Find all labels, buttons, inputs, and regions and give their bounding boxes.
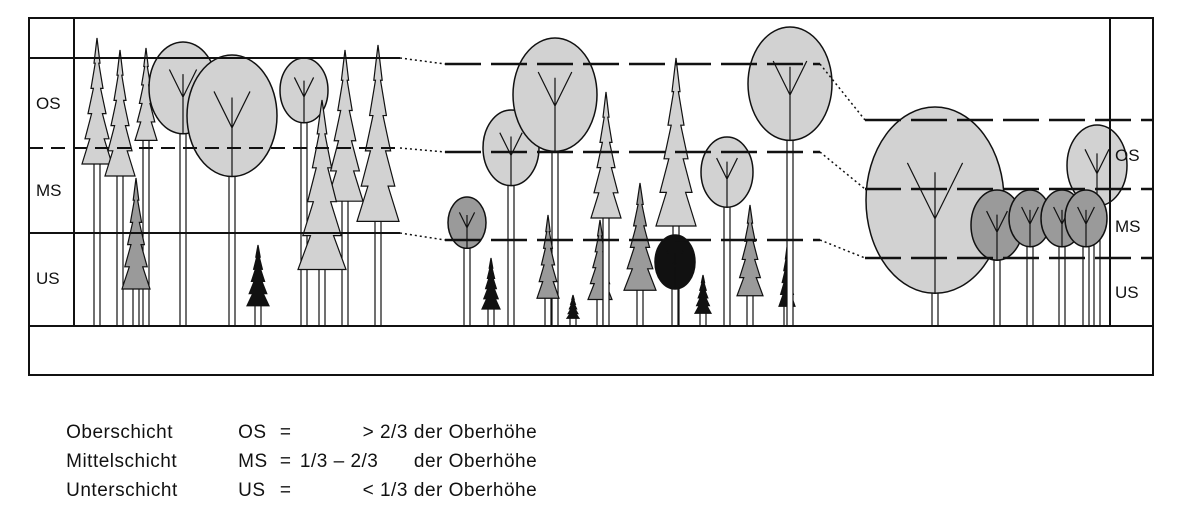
conifer-tree-icon bbox=[590, 91, 622, 219]
tree-trunk bbox=[786, 135, 794, 327]
tree-trunk bbox=[636, 285, 644, 327]
tree-trunk bbox=[671, 284, 679, 327]
tree-trunk bbox=[318, 264, 326, 327]
conifer-tree-icon bbox=[536, 214, 560, 299]
connector-top-right bbox=[819, 63, 866, 121]
tree-trunk bbox=[132, 284, 140, 327]
tree-branches bbox=[772, 60, 808, 141]
tree-trunk bbox=[228, 171, 236, 327]
tree-trunk bbox=[300, 118, 308, 327]
label-left-ms: MS bbox=[36, 181, 62, 200]
legend-range: < 1/3 bbox=[362, 480, 408, 501]
conifer-tree-icon bbox=[326, 49, 364, 202]
legend-suffix: der Oberhöhe bbox=[413, 480, 538, 501]
tree-trunk bbox=[142, 135, 150, 327]
tree-branches bbox=[1077, 206, 1095, 247]
legend-name: Unterschicht bbox=[66, 480, 178, 501]
tree-branches bbox=[1021, 206, 1039, 247]
tree-branches bbox=[986, 210, 1008, 261]
tree-trunk bbox=[116, 171, 124, 327]
tree-trunk bbox=[723, 202, 731, 327]
conifer-tree-icon bbox=[655, 57, 697, 227]
tree-branches bbox=[293, 77, 315, 123]
tree-trunk bbox=[1082, 242, 1090, 327]
conifer-tree-icon bbox=[297, 99, 347, 271]
legend-range: > 2/3 bbox=[362, 422, 408, 443]
tree-trunk bbox=[551, 146, 559, 327]
tree-trunk bbox=[1026, 242, 1034, 327]
tree-trunk bbox=[746, 291, 754, 327]
tree-trunk bbox=[463, 243, 471, 327]
tree-trunk bbox=[544, 293, 552, 327]
legend-abbr: OS bbox=[238, 422, 267, 443]
legend-row-ms: Mittelschicht MS = 1/3 – 2/3 der Oberhöhe bbox=[43, 429, 537, 495]
tree-trunk bbox=[993, 255, 1001, 327]
legend-suffix: der Oberhöhe bbox=[413, 422, 538, 443]
legend-abbr: US bbox=[238, 480, 266, 501]
conifer-tree-icon bbox=[623, 182, 657, 291]
conifer-tree-icon bbox=[693, 274, 713, 314]
connector-ms-us bbox=[399, 232, 446, 241]
connector-top bbox=[399, 57, 446, 65]
tree-branches bbox=[666, 250, 684, 289]
conifer-tree-icon bbox=[481, 257, 501, 310]
connector-os-ms bbox=[399, 147, 446, 153]
legend-relation: = bbox=[279, 422, 292, 443]
legend-suffix: der Oberhöhe bbox=[413, 451, 538, 472]
tree-branches bbox=[716, 157, 738, 208]
label-left-us: US bbox=[36, 269, 60, 288]
label-right-us: US bbox=[1115, 283, 1139, 302]
label-left-os: OS bbox=[36, 94, 61, 113]
tree-trunk bbox=[1058, 242, 1066, 327]
legend-name: Mittelschicht bbox=[66, 451, 178, 472]
connector-ms-us-right bbox=[819, 239, 866, 259]
tree-trunk bbox=[602, 213, 610, 327]
legend-range: 1/3 – 2/3 bbox=[299, 451, 379, 472]
forest-profile-drawing bbox=[28, 17, 1154, 376]
tree-trunk bbox=[931, 288, 939, 327]
legend-name: Oberschicht bbox=[66, 422, 173, 443]
conifer-tree-icon bbox=[736, 204, 764, 297]
conifer-tree-icon bbox=[356, 44, 400, 222]
conifer-tree-icon bbox=[104, 49, 136, 177]
label-right-ms: MS bbox=[1115, 217, 1141, 236]
tree-trunk bbox=[507, 181, 515, 327]
legend-abbr: MS bbox=[238, 451, 268, 472]
tree-branches bbox=[537, 71, 573, 152]
tree-trunk bbox=[179, 129, 187, 327]
tree-branches bbox=[906, 162, 964, 294]
diagram-frame bbox=[28, 17, 1154, 376]
tree-branches bbox=[168, 69, 198, 134]
connector-os-ms-right bbox=[819, 151, 866, 190]
tree-branches bbox=[458, 212, 476, 249]
legend-relation: = bbox=[279, 451, 292, 472]
label-right-os: OS bbox=[1115, 146, 1140, 165]
legend-relation: = bbox=[279, 480, 292, 501]
tree-trunk bbox=[93, 159, 101, 327]
tree-branches bbox=[213, 91, 251, 177]
conifer-tree-icon bbox=[81, 37, 113, 165]
conifer-tree-icon bbox=[246, 244, 270, 307]
conifer-tree-icon bbox=[565, 294, 581, 319]
